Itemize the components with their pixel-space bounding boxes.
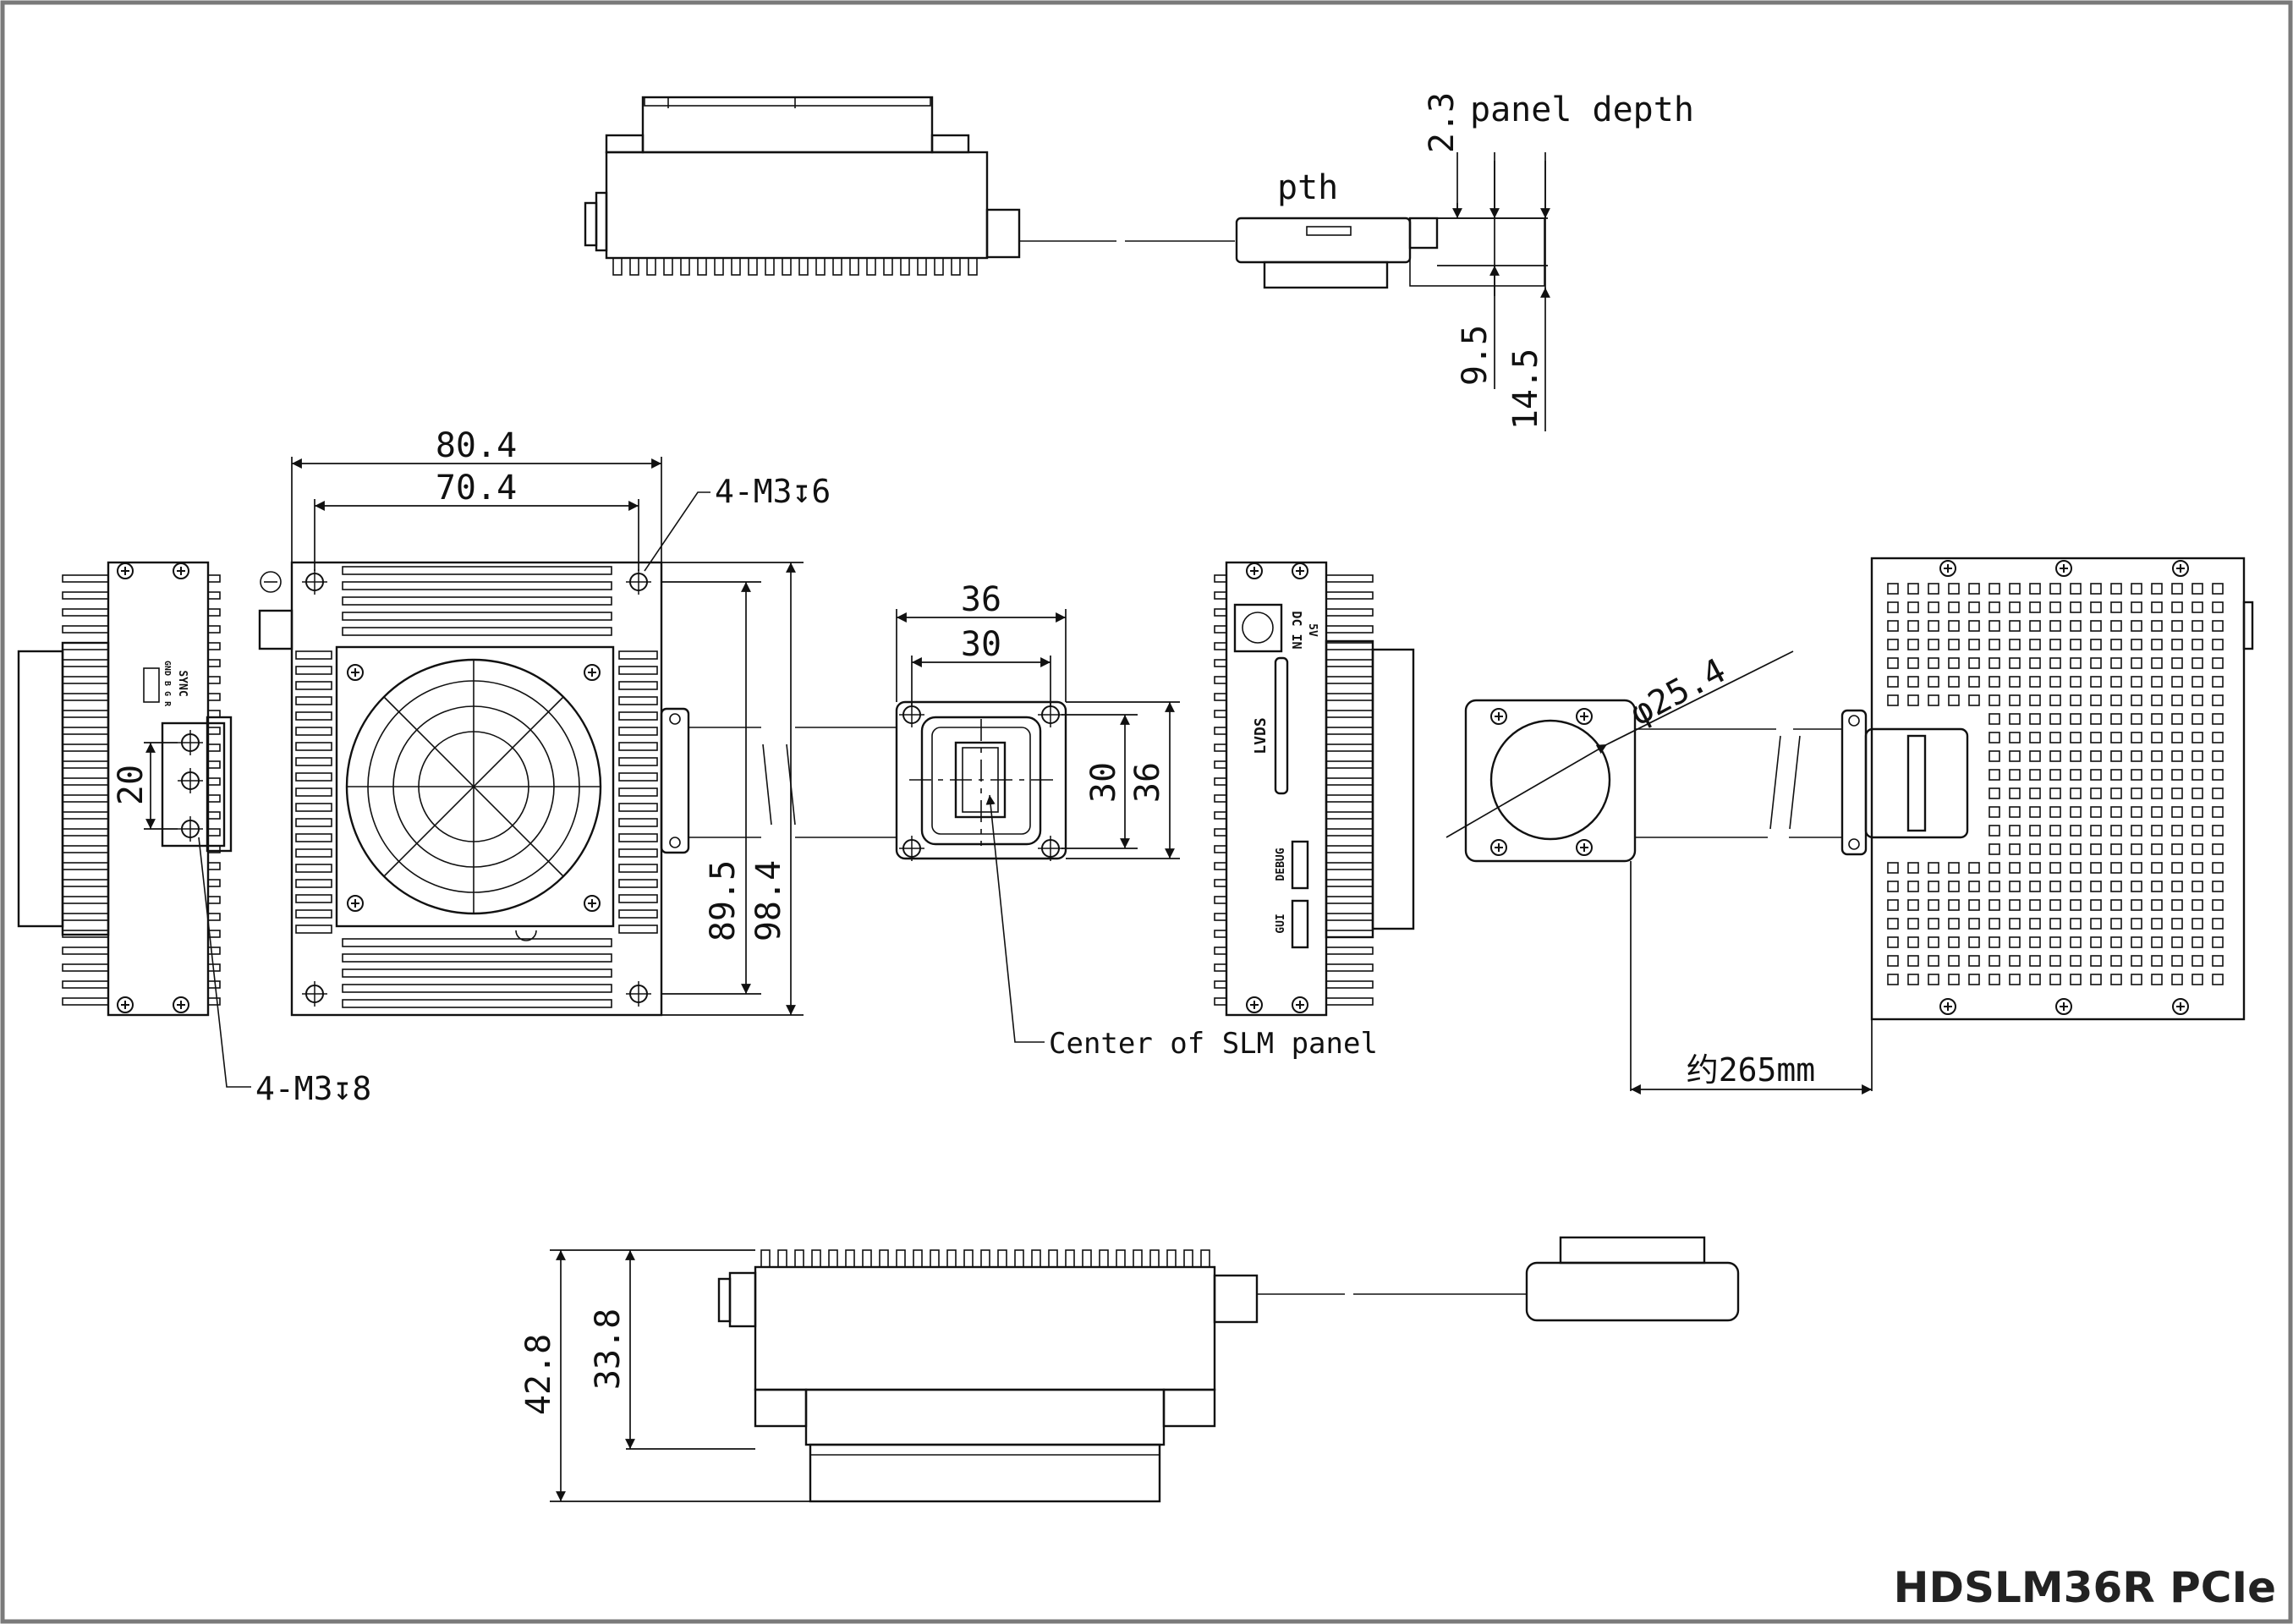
label-screw-top: 4-M3↧6 — [715, 473, 831, 510]
dim-36-w: 36 — [961, 580, 1001, 619]
label-center-slm: Center of SLM panel — [1049, 1027, 1378, 1061]
label-gnd-bgr: GND B G R — [162, 661, 172, 707]
left-side-view: SYNC GND B G R 20 4-M3↧8 — [17, 561, 371, 1107]
dim-98-4: 98.4 — [749, 860, 788, 941]
dc-jack-icon — [1233, 603, 1283, 653]
dim-89-5: 89.5 — [704, 860, 743, 941]
height-dimensions: 42.8 33.8 — [519, 1249, 810, 1502]
dim-70-4: 70.4 — [436, 469, 517, 508]
fan-grille-icon — [345, 658, 602, 915]
panel-depth-dimensions: 2.3 9.5 14.5 panel depth pth — [1277, 91, 1694, 431]
label-panel-depth: panel depth — [1470, 91, 1694, 129]
top-side-view — [584, 96, 1545, 289]
dim-14-5: 14.5 — [1506, 348, 1545, 430]
label-gui: GUI — [1275, 914, 1287, 933]
label-lvds: LVDS — [1252, 717, 1270, 754]
label-pth: pth — [1277, 168, 1338, 207]
dim-33-8: 33.8 — [589, 1309, 628, 1390]
label-dc-5v: 5V — [1306, 623, 1319, 637]
front-fan-view — [258, 561, 897, 1017]
bottom-side-view — [717, 1236, 1740, 1503]
dim-phi-25-4: φ25.4 — [1624, 651, 1732, 733]
label-cable-length: 约265mm — [1687, 1051, 1815, 1089]
connector-side-view: DC IN 5V LVDS DEBUG GUI — [1214, 561, 1415, 1017]
label-screw-bottom: 4-M3↧8 — [255, 1070, 371, 1107]
aperture-card-view: φ25.4 — [1445, 557, 2254, 1021]
dim-36-h: 36 — [1128, 762, 1167, 803]
label-dc-in: DC IN — [1289, 611, 1304, 649]
dim-80-4: 80.4 — [436, 426, 517, 465]
dim-42-8: 42.8 — [519, 1334, 558, 1415]
dim-30-h: 30 — [1084, 762, 1123, 803]
slm-panel-dimensions: 36 30 30 36 — [896, 580, 1180, 859]
dim-20: 20 — [112, 765, 151, 805]
label-sync: SYNC — [176, 670, 189, 696]
front-view-dimensions: 80.4 70.4 4-M3↧6 89.5 98.4 — [291, 426, 831, 1016]
dim-9-5: 9.5 — [1456, 325, 1495, 386]
cable-length-dimension: 约265mm — [1630, 861, 1873, 1095]
slm-panel-view: Center of SLM panel — [895, 700, 1378, 1061]
model-label: HDSLM36R PCIe — [1893, 1563, 2276, 1612]
dim-2-3: 2.3 — [1423, 92, 1462, 153]
dim-30-w: 30 — [961, 625, 1001, 664]
label-debug: DEBUG — [1275, 848, 1287, 881]
